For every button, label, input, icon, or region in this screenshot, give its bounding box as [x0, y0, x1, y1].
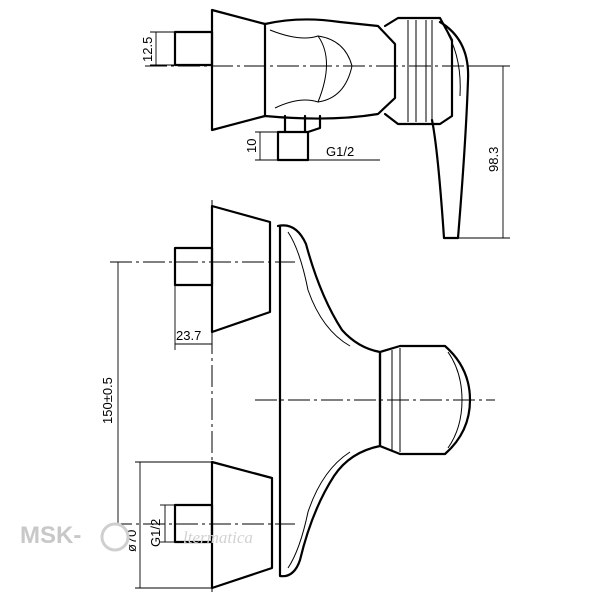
- top-side-view: 12.5 10 G1/2 98.3: [140, 8, 510, 240]
- watermark: MSK- ltermatica: [20, 522, 253, 552]
- top-lever-highlight: [447, 33, 461, 97]
- watermark-brand: MSK-: [20, 522, 81, 549]
- dim-98-3-label: 98.3: [486, 147, 501, 172]
- front-upper-inlet-stub: [173, 246, 214, 287]
- top-body: [263, 18, 397, 120]
- top-cartridge: [383, 16, 454, 126]
- front-body-lower-inner: [287, 451, 351, 569]
- dim-inlet-thread-label: G1/2: [148, 519, 163, 547]
- top-outlet-neck: [283, 114, 322, 134]
- watermark-site: ltermatica: [183, 528, 253, 547]
- top-body-inner: [269, 29, 327, 109]
- top-outlet-stub: [276, 130, 310, 162]
- dim-outlet-thread-label: G1/2: [326, 144, 354, 159]
- dim-10-label: 10: [244, 139, 259, 153]
- watermark-logo-icon: [100, 522, 130, 552]
- front-lower-eccentric: [210, 460, 274, 590]
- dim-23-7-label: 23.7: [176, 328, 201, 343]
- top-eccentric-cone: [210, 8, 267, 132]
- top-cartridge-ribs: [407, 20, 433, 122]
- front-body-upper-inner: [287, 231, 351, 347]
- top-inlet-stub: [173, 30, 214, 67]
- front-view: 23.7 150±0.5 ø70 G1/2: [100, 200, 495, 594]
- top-lever: [430, 20, 470, 240]
- dim-150-label: 150±0.5: [100, 377, 115, 424]
- front-upper-eccentric: [210, 204, 272, 334]
- dim-12-5-label: 12.5: [140, 37, 155, 62]
